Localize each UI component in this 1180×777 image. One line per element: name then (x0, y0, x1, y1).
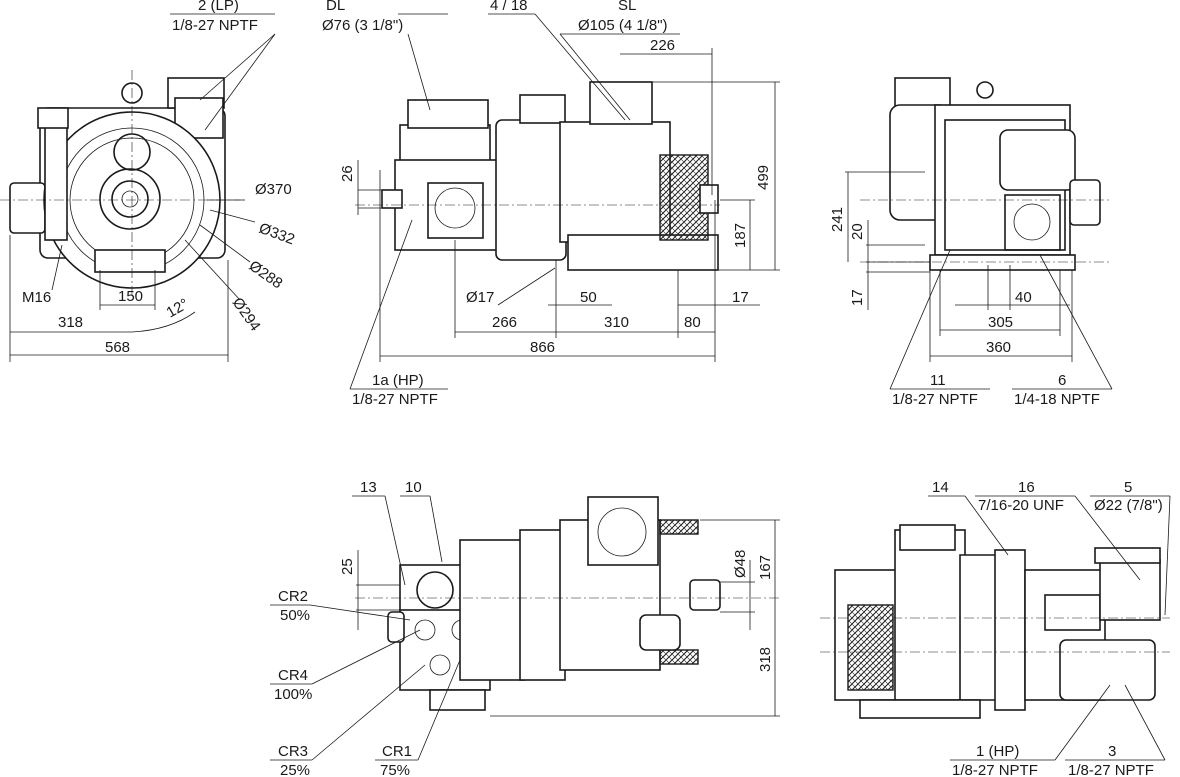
callout-cr1: CR1 (382, 743, 412, 760)
dim-h187: 187 (732, 223, 749, 248)
dim-d48: Ø48 (732, 550, 749, 578)
top-view: 13 10 25 CR2 50% CR4 100% CR3 25% CR1 75… (270, 479, 780, 777)
callout-cr2: CR2 (278, 588, 308, 605)
dim-w50: 50 (580, 289, 597, 306)
dim-d294: Ø294 (229, 295, 264, 335)
callout-1-hp: 1 (HP) (976, 743, 1019, 760)
dim-h20: 20 (849, 223, 866, 240)
side2-view-body (820, 524, 1170, 719)
top-view-dimensions: 13 10 25 CR2 50% CR4 100% CR3 25% CR1 75… (270, 479, 780, 777)
callout-5-size: Ø22 (7/8") (1094, 497, 1163, 514)
callout-10: 10 (405, 479, 422, 496)
dim-d288: Ø288 (246, 257, 286, 292)
dim-h17: 17 (849, 289, 866, 306)
dim-w305: 305 (988, 314, 1013, 331)
callout-13: 13 (360, 479, 377, 496)
dim-w360: 360 (986, 339, 1011, 356)
callout-6-thread: 1/4-18 NPTF (1014, 391, 1100, 408)
callout-14: 14 (932, 479, 949, 496)
callout-sl: SL (618, 0, 636, 14)
callout-cr3-pct: 25% (280, 762, 310, 777)
dim-h26: 26 (339, 165, 356, 182)
dim-angle-12: 12° (164, 295, 192, 321)
callout-2-lp-thread: 1/8-27 NPTF (172, 17, 258, 34)
side2-view: 14 16 7/16-20 UNF 5 Ø22 (7/8") 1 (HP) 1/… (820, 479, 1171, 777)
dim-d370: Ø370 (255, 181, 292, 198)
rear-view: 241 20 17 40 305 360 11 1/8-27 NPTF 6 (829, 77, 1113, 408)
dim-w40: 40 (1015, 289, 1032, 306)
callout-1-hp-thread: 1/8-27 NPTF (952, 762, 1038, 777)
dim-w866: 866 (530, 339, 555, 356)
dim-w17: 17 (732, 289, 749, 306)
dim-h167: 167 (757, 555, 774, 580)
callout-sl-size: Ø105 (4 1/8") (578, 17, 668, 34)
front-view: Ø370 Ø332 Ø288 Ø294 M16 150 318 12° 568 … (0, 0, 297, 362)
callout-3: 3 (1108, 743, 1116, 760)
callout-4-18: 4 / 18 (490, 0, 528, 14)
dim-w266: 266 (492, 314, 517, 331)
front-view-body (0, 70, 240, 300)
callout-3-thread: 1/8-27 NPTF (1068, 762, 1154, 777)
dim-d332: Ø332 (257, 220, 297, 249)
callout-11: 11 (930, 372, 946, 389)
callout-5: 5 (1124, 479, 1132, 496)
callout-cr4-pct: 100% (274, 686, 312, 703)
dim-w80: 80 (684, 314, 701, 331)
side-view-body (355, 81, 720, 271)
callout-16: 16 (1018, 479, 1035, 496)
dim-h318: 318 (757, 647, 774, 672)
rear-view-body (860, 77, 1110, 271)
callout-dl-size: Ø76 (3 1/8") (322, 17, 403, 34)
callout-1a-hp-thread: 1/8-27 NPTF (352, 391, 438, 408)
callout-6: 6 (1058, 372, 1066, 389)
callout-cr3: CR3 (278, 743, 308, 760)
dim-w310: 310 (604, 314, 629, 331)
dim-d17: Ø17 (466, 289, 494, 306)
side-view: DL Ø76 (3 1/8") 4 / 18 SL Ø105 (4 1/8") … (322, 0, 780, 408)
top-view-body (355, 496, 780, 711)
callout-2-lp: 2 (LP) (198, 0, 239, 14)
callout-cr4: CR4 (278, 667, 308, 684)
side-view-dimensions: DL Ø76 (3 1/8") 4 / 18 SL Ø105 (4 1/8") … (322, 0, 780, 408)
dim-w568: 568 (105, 339, 130, 356)
dim-w226: 226 (650, 37, 675, 54)
callout-cr1-pct: 75% (380, 762, 410, 777)
dim-h25: 25 (339, 558, 356, 575)
dim-w318: 318 (58, 314, 83, 331)
callout-11-thread: 1/8-27 NPTF (892, 391, 978, 408)
callout-16-thread: 7/16-20 UNF (978, 497, 1064, 514)
dim-w150: 150 (118, 288, 143, 305)
dim-h241: 241 (829, 207, 846, 232)
dim-h499: 499 (755, 165, 772, 190)
side2-view-callouts: 14 16 7/16-20 UNF 5 Ø22 (7/8") 1 (HP) 1/… (928, 479, 1171, 777)
callout-1a-hp: 1a (HP) (372, 372, 424, 389)
callout-dl: DL (326, 0, 345, 14)
rear-view-dimensions: 241 20 17 40 305 360 11 1/8-27 NPTF 6 (829, 171, 1113, 408)
callout-cr2-pct: 50% (280, 607, 310, 624)
label-m16: M16 (22, 289, 51, 306)
